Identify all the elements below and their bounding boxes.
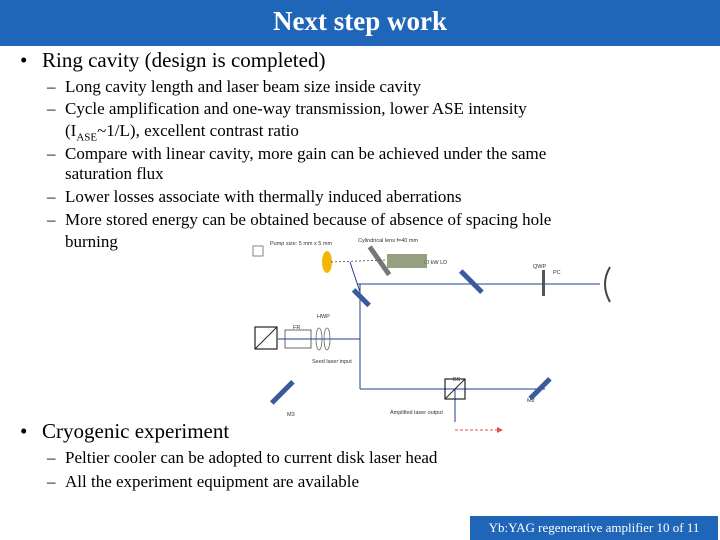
mirror-center	[458, 269, 484, 295]
pump-label: Pump size: 5 mm x 5 mm	[270, 241, 332, 247]
qwp-plate	[542, 270, 545, 296]
crystal-disk	[322, 251, 332, 273]
curved-mirror	[604, 266, 611, 303]
m3-label: M3	[287, 412, 295, 418]
sub-bullet-text: Compare with linear cavity, more gain ca…	[65, 144, 547, 163]
fr-label: FR	[293, 325, 300, 331]
bullet-text: Cryogenic experiment	[42, 419, 230, 443]
mirror-m2	[528, 376, 552, 401]
page-title: Next step work	[273, 6, 447, 36]
mirror	[351, 288, 371, 308]
sub-bullet: –More stored energy can be obtained beca…	[47, 210, 552, 229]
beam-splitter	[444, 378, 466, 400]
qwp-label: QWP	[533, 264, 546, 270]
ring-cavity-diagram: Pump size: 5 mm x 5 mm Cylindrical lens …	[252, 238, 611, 433]
lens-label: Cylindrical lens f=40 mm	[358, 238, 418, 244]
sub-bullet-continuation: saturation flux	[65, 164, 164, 183]
faraday-rotator	[284, 329, 312, 349]
sub-bullet: –All the experiment equipment are availa…	[47, 472, 360, 491]
sub-bullet: –Lower losses associate with thermally i…	[47, 187, 462, 206]
sub-bullet-text: Cycle amplification and one-way transmis…	[65, 99, 527, 118]
sub-bullet-text: All the experiment equipment are availab…	[65, 472, 360, 491]
sub-bullet: –Cycle amplification and one-way transmi…	[47, 99, 527, 118]
sub-bullet-text: More stored energy can be obtained becau…	[65, 210, 552, 229]
sub-bullet-text: Peltier cooler can be adopted to current…	[65, 448, 438, 467]
pump-diode-laser	[387, 254, 427, 268]
bullet-text: Ring cavity (design is completed)	[42, 48, 326, 72]
beam-path	[278, 261, 600, 422]
sub-bullet-continuation: (IASE~1/L), excellent contrast ratio	[65, 121, 299, 144]
bullet-dot: •	[20, 419, 28, 443]
hwp-plate	[315, 327, 323, 351]
m2-label: M2	[527, 398, 535, 404]
mirror-m3	[269, 379, 295, 405]
pc-label: PC	[553, 270, 561, 276]
cylindrical-lens	[367, 245, 392, 277]
seed-label: Seed laser input	[312, 359, 352, 365]
sub-bullet: –Compare with linear cavity, more gain c…	[47, 144, 547, 163]
bullet-dot: •	[20, 48, 28, 72]
polarizer-cube	[254, 326, 278, 350]
sub-bullet: –Peltier cooler can be adopted to curren…	[47, 448, 438, 467]
bs-label: BS	[453, 377, 461, 383]
bullet-ring-cavity: • Ring cavity (design is completed)	[20, 48, 325, 73]
hwp-label: HWP	[317, 314, 330, 320]
power-label: 10 kW LD	[423, 260, 447, 266]
sub-bullet-text: Lower losses associate with thermally in…	[65, 187, 462, 206]
output-label: Amplified laser output	[390, 410, 443, 416]
sub-bullet-continuation: burning	[65, 232, 118, 251]
sub-bullet: –Long cavity length and laser beam size …	[47, 77, 421, 96]
sub-bullet-text: Long cavity length and laser beam size i…	[65, 77, 421, 96]
title-bar	[0, 0, 720, 46]
bullet-cryogenic: • Cryogenic experiment	[20, 419, 229, 444]
footer-slide-number: Yb:YAG regenerative amplifier 10 of 11	[470, 516, 718, 540]
ld-box	[252, 245, 264, 257]
